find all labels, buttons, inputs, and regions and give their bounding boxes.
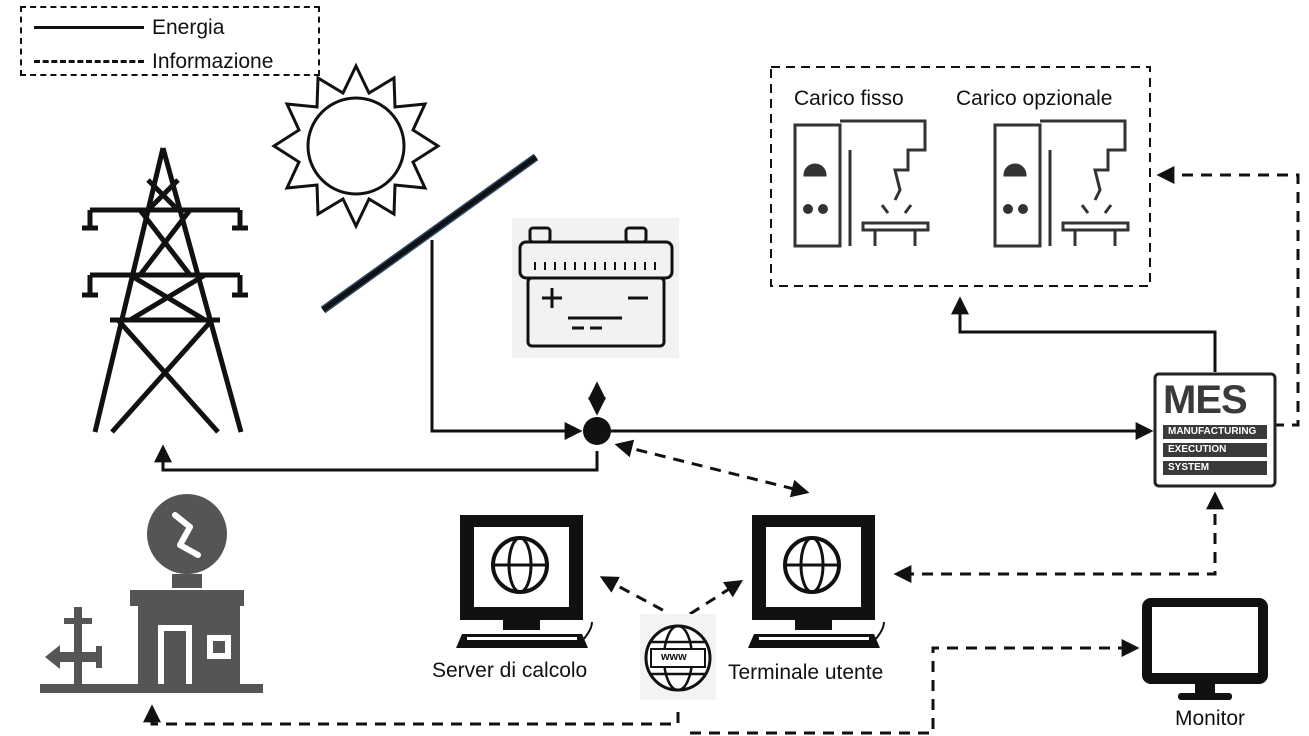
optional-load-label: Carico opzionale	[956, 87, 1113, 110]
sun-icon	[271, 62, 441, 230]
information-flows	[143, 166, 1300, 735]
server-label: Server di calcolo	[432, 659, 588, 682]
power-tower-icon	[82, 147, 248, 434]
monitor-icon	[1142, 598, 1268, 700]
mes-badge	[1153, 372, 1277, 488]
legend: Energia Informazione	[20, 6, 320, 76]
legend-solid-line-swatch	[34, 26, 144, 29]
server-computer-icon	[456, 515, 593, 648]
mes-title: MES	[1163, 378, 1248, 422]
energy-flows	[154, 240, 1217, 472]
www-label: www	[661, 651, 687, 663]
fixed-load-machine-icon	[793, 119, 930, 248]
legend-item-energy: Energia	[34, 14, 314, 40]
weather-station-icon	[40, 494, 263, 693]
legend-item-information: Informazione	[34, 48, 314, 74]
legend-energy-label: Energia	[152, 16, 225, 39]
terminal-computer-icon	[748, 515, 885, 648]
legend-information-label: Informazione	[152, 50, 274, 73]
internet-globe-icon	[640, 614, 716, 700]
fixed-load-label: Carico fisso	[794, 87, 904, 110]
central-node	[583, 417, 611, 445]
mes-line-execution: EXECUTION	[1168, 444, 1227, 455]
monitor-label: Monitor	[1175, 707, 1246, 730]
mes-line-manufacturing: MANUFACTURING	[1168, 426, 1257, 437]
legend-dashed-line-swatch	[34, 60, 144, 63]
battery-icon	[512, 218, 679, 358]
terminal-label: Terminale utente	[728, 661, 884, 684]
loads-group-box	[770, 66, 1151, 287]
optional-load-machine-icon	[993, 119, 1130, 248]
solar-panel-icon	[320, 153, 539, 314]
mes-line-system: SYSTEM	[1168, 462, 1210, 473]
